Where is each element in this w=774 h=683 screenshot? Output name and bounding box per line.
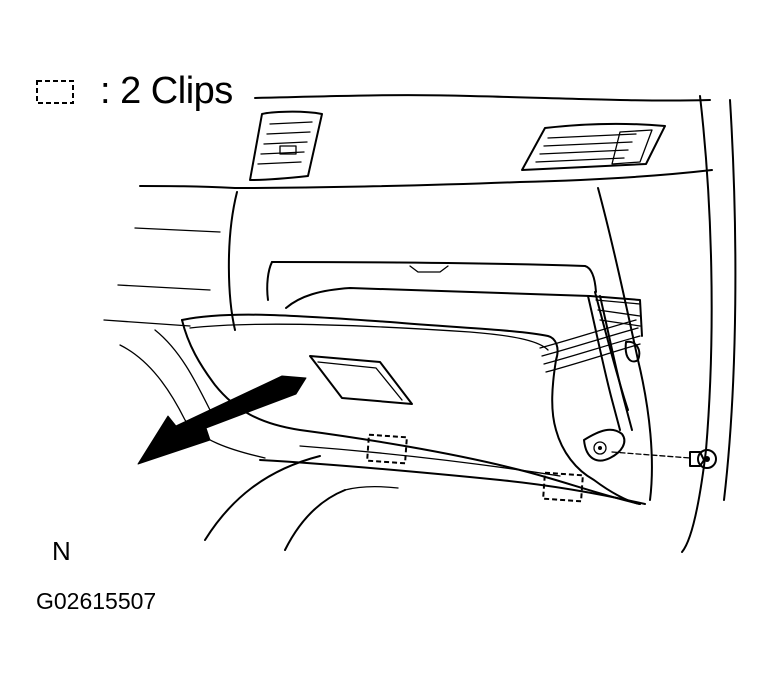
clip-right: [542, 471, 584, 503]
dashboard-outline: [103, 94, 737, 553]
figure-id-label: G02615507: [36, 588, 157, 614]
legend-clip-symbol: [36, 80, 74, 104]
legend-clips-label: : 2 Clips: [100, 70, 233, 112]
pull-direction-arrow-icon: [137, 375, 307, 465]
left-air-vent: [249, 110, 323, 181]
glove-box-drawer: [181, 287, 646, 505]
screw-icon: [611, 449, 717, 469]
view-code-label: N: [52, 536, 71, 566]
clip-left: [366, 433, 408, 465]
right-air-vent: [521, 122, 666, 171]
damper-hinge: [583, 428, 626, 462]
